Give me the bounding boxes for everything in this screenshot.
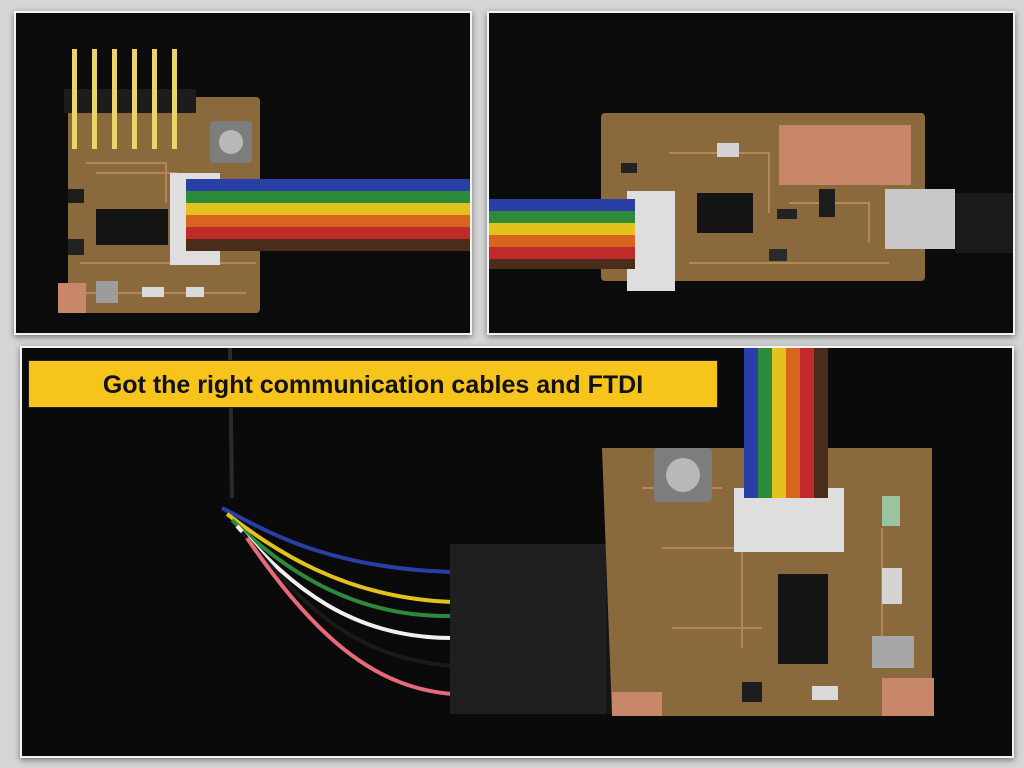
micro-usb-connector — [885, 189, 955, 249]
copper-pad — [779, 125, 911, 185]
ribbon-cable — [186, 179, 470, 251]
ribbon-cable — [489, 199, 635, 269]
photo-pcb-pin-header-drawing — [16, 13, 470, 333]
ic-chip — [96, 209, 168, 245]
photo-pcb-pin-header — [14, 11, 472, 335]
photo-pcb-ftdi-cable-drawing — [22, 348, 1012, 756]
ftdi-cable-header — [450, 544, 608, 714]
ic-chip — [778, 574, 828, 664]
ribbon-connector — [734, 488, 844, 552]
ribbon-cable — [744, 348, 828, 498]
copper-pad — [58, 283, 86, 313]
pcb-board — [602, 448, 932, 716]
caption-banner: Got the right communication cables and F… — [28, 360, 718, 408]
ic-chip — [697, 193, 753, 233]
photo-pcb-ftdi-cable — [20, 346, 1014, 758]
photo-ftdi-adapter — [487, 11, 1015, 335]
ftdi-cable-wires — [221, 348, 453, 696]
photo-ftdi-adapter-drawing — [489, 13, 1013, 333]
